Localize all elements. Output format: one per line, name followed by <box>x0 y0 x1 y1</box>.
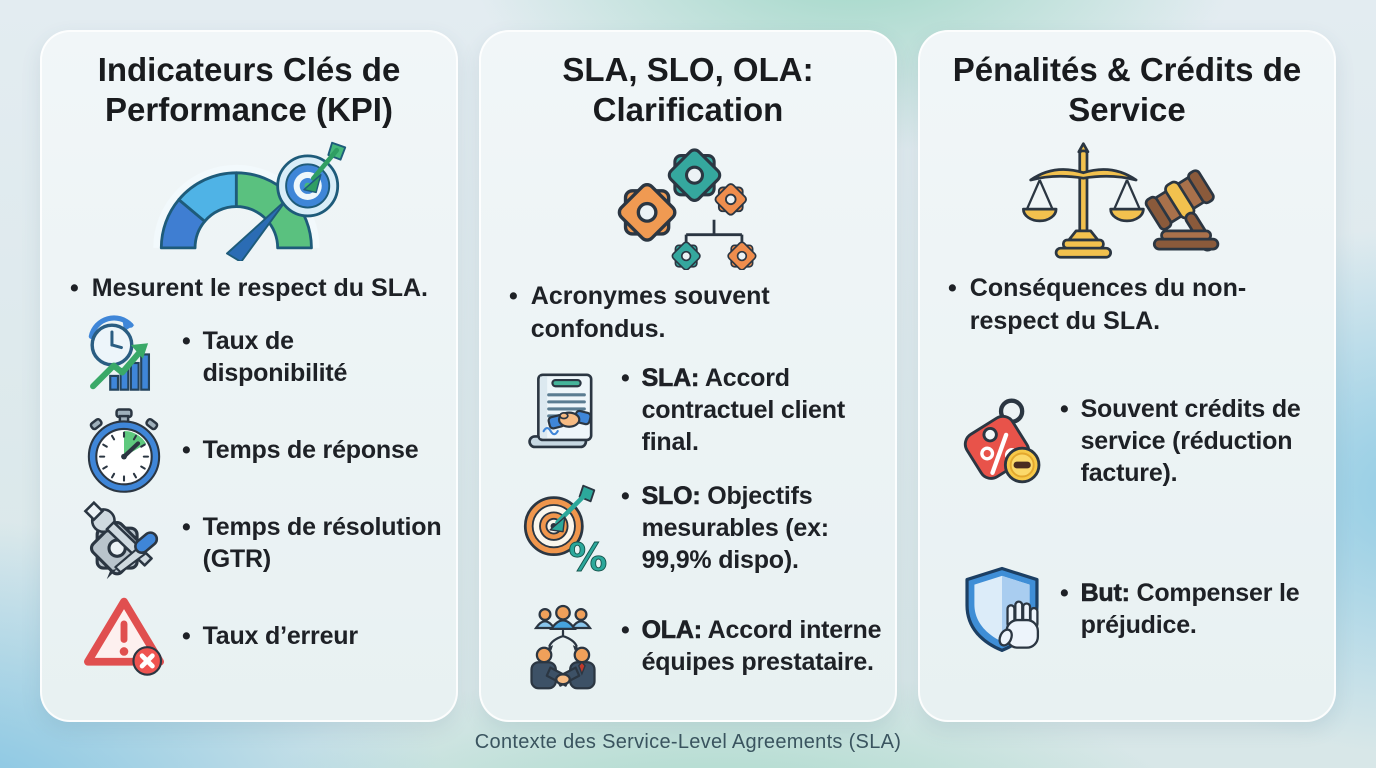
error-warning-icon <box>66 593 182 679</box>
clarification-card: SLA, SLO, OLA: Clarification Acronymes s… <box>479 30 897 722</box>
bullet-dot <box>948 272 957 337</box>
list-item: But: Compenser le préjudice. <box>944 525 1310 693</box>
penalties-card: Pénalités & Crédits de Service <box>918 30 1336 722</box>
team-agreement-icon <box>505 600 621 692</box>
target-percent-icon: % <box>505 480 621 576</box>
bullet-dot <box>1060 393 1069 489</box>
card-row: Indicateurs Clés de Performance (KPI) <box>40 30 1336 722</box>
list-item: Taux de disponibilité <box>66 311 432 404</box>
stopwatch-icon <box>66 407 182 493</box>
list-item-text: SLO: Objectifs mesurables (ex: 99,9% dis… <box>641 482 829 574</box>
clarification-list: SLA: Accord contractuel client final. <box>505 351 882 705</box>
kpi-card: Indicateurs Clés de Performance (KPI) <box>40 30 458 722</box>
kpi-card-title: Indicateurs Clés de Performance (KPI) <box>97 51 401 129</box>
list-item: % SLO: Objectifs mesurables (ex: 99,9% d… <box>505 469 871 587</box>
penalties-list: Souvent crédits de service (réduction fa… <box>944 357 1310 693</box>
bullet-dot <box>1060 577 1069 641</box>
contract-handshake-icon <box>505 364 621 456</box>
penalties-card-title: Pénalités & Crédits de Service <box>952 51 1302 129</box>
list-item: SLA: Accord contractuel client final. <box>505 351 871 469</box>
list-item: Taux d’erreur <box>66 590 432 683</box>
list-item-text: SLA: Accord contractuel client final. <box>641 364 845 456</box>
availability-trend-icon <box>66 314 182 400</box>
bullet-dot <box>621 480 630 576</box>
discount-tag-icon <box>944 393 1060 489</box>
bullet-dot <box>182 620 191 652</box>
list-item-text: Taux d’erreur <box>202 622 359 650</box>
list-item: Souvent crédits de service (réduction fa… <box>944 357 1310 525</box>
footer-caption: Contexte des Service-Level Agreements (S… <box>474 731 902 753</box>
shield-hand-icon <box>944 562 1060 656</box>
list-item-text: Temps de résolution (GTR) <box>202 513 442 573</box>
bullet-dot <box>621 362 630 458</box>
list-item: Temps de réponse <box>66 404 432 497</box>
intro-bullet: Mesurent le respect du SLA. <box>70 272 428 305</box>
bullet-dot <box>182 511 191 575</box>
bullet-dot <box>621 614 630 678</box>
list-item-text: Temps de réponse <box>202 436 419 464</box>
intro-bullet: Acronymes souvent confondus. <box>509 280 867 345</box>
gears-hierarchy-icon <box>505 138 871 270</box>
bullet-dot <box>182 325 191 389</box>
bullet-dot <box>70 272 79 305</box>
kpi-list: Taux de disponibilité <box>66 311 442 683</box>
intro-text: Mesurent le respect du SLA. <box>91 274 428 302</box>
list-item-text: Taux de disponibilité <box>202 327 348 387</box>
clarification-card-title: SLA, SLO, OLA: Clarification <box>562 51 814 129</box>
intro-bullet: Conséquences du non-respect du SLA. <box>948 272 1306 337</box>
intro-text: Conséquences du non-respect du SLA. <box>969 274 1247 335</box>
scales-gavel-icon <box>944 138 1310 262</box>
bullet-dot <box>509 280 518 345</box>
list-item-text: Souvent crédits de service (réduction fa… <box>1080 395 1301 487</box>
gauge-target-icon <box>66 138 432 262</box>
list-item: Temps de résolution (GTR) <box>66 497 442 590</box>
svg-text:%: % <box>569 535 608 576</box>
list-item-text: OLA: Accord interne équipes prestataire. <box>641 616 882 676</box>
repair-tools-icon <box>66 500 182 586</box>
bullet-dot <box>182 434 191 466</box>
list-item: OLA: Accord interne équipes prestataire. <box>505 587 882 705</box>
list-item-text: But: Compenser le préjudice. <box>1080 579 1300 639</box>
intro-text: Acronymes souvent confondus. <box>530 282 770 343</box>
